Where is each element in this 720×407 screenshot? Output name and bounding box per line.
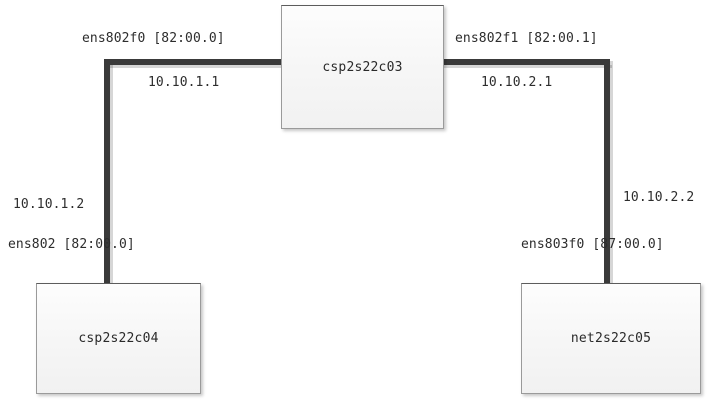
interface-label-bottom-right: ens803f0 [87:00.0] xyxy=(521,237,664,252)
link-left-vertical-segment xyxy=(104,59,110,285)
link-left-vertical-shadow xyxy=(110,61,113,285)
node-net2s22c05[interactable]: net2s22c05 xyxy=(521,283,701,394)
node-label: csp2s22c04 xyxy=(78,331,159,346)
link-left-horizontal-segment xyxy=(104,59,284,65)
link-left-horizontal-shadow xyxy=(106,65,286,68)
ip-label-bottom-right: 10.10.2.2 xyxy=(623,190,695,205)
ip-label-top-left: 10.10.1.1 xyxy=(148,75,220,90)
link-right-vertical-segment xyxy=(604,59,610,285)
ip-label-top-right: 10.10.2.1 xyxy=(481,75,553,90)
node-csp2s22c04[interactable]: csp2s22c04 xyxy=(36,283,201,394)
interface-label-bottom-left: ens802 [82:00.0] xyxy=(8,237,135,252)
interface-label-top-right: ens802f1 [82:00.1] xyxy=(455,31,598,46)
link-right-horizontal-segment xyxy=(440,59,610,65)
link-right-horizontal-shadow xyxy=(442,65,612,68)
link-right-vertical-shadow xyxy=(610,61,613,285)
node-label: csp2s22c03 xyxy=(322,59,403,75)
ip-label-bottom-left: 10.10.1.2 xyxy=(13,197,85,212)
interface-label-top-left: ens802f0 [82:00.0] xyxy=(82,31,225,46)
node-label: net2s22c05 xyxy=(570,331,652,346)
node-csp2s22c03[interactable]: csp2s22c03 xyxy=(281,5,444,129)
